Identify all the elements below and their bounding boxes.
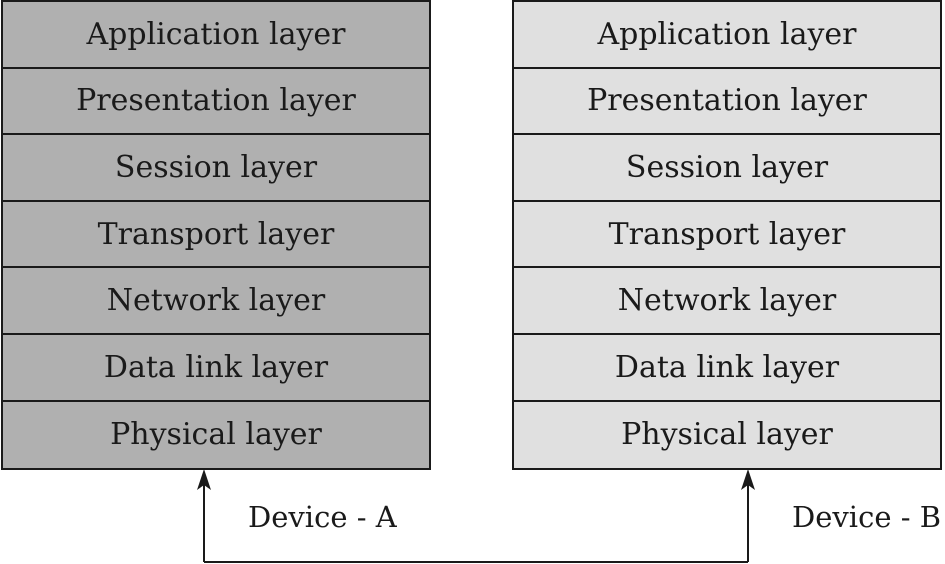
arrowhead-b-icon bbox=[741, 469, 755, 490]
device-a-stack: Application layer Presentation layer Ses… bbox=[1, 0, 431, 471]
device-a-physical-layer: Physical layer bbox=[110, 417, 322, 453]
device-b-data-link-layer: Data link layer bbox=[514, 335, 940, 402]
device-b-label: Device - B bbox=[792, 500, 942, 534]
device-a-transport-layer: Transport layer bbox=[3, 202, 429, 269]
device-a-network-layer: Network layer bbox=[3, 268, 429, 335]
device-b-transport-layer: Transport layer bbox=[514, 202, 940, 269]
device-a-presentation-layer: Presentation layer bbox=[3, 69, 429, 136]
device-b-physical-layer: Physical layer bbox=[621, 417, 833, 453]
arrowhead-a-icon bbox=[197, 469, 211, 490]
device-b-stack: Application layer Presentation layer Ses… bbox=[512, 0, 942, 471]
device-b-application-layer: Application layer bbox=[514, 2, 940, 69]
device-a-label: Device - A bbox=[248, 500, 397, 534]
device-a-application-layer: Application layer bbox=[3, 2, 429, 69]
device-b-network-layer: Network layer bbox=[514, 268, 940, 335]
device-a-data-link-layer: Data link layer bbox=[3, 335, 429, 402]
device-b-presentation-layer: Presentation layer bbox=[514, 69, 940, 136]
device-b-session-layer: Session layer bbox=[514, 135, 940, 202]
device-a-session-layer: Session layer bbox=[3, 135, 429, 202]
